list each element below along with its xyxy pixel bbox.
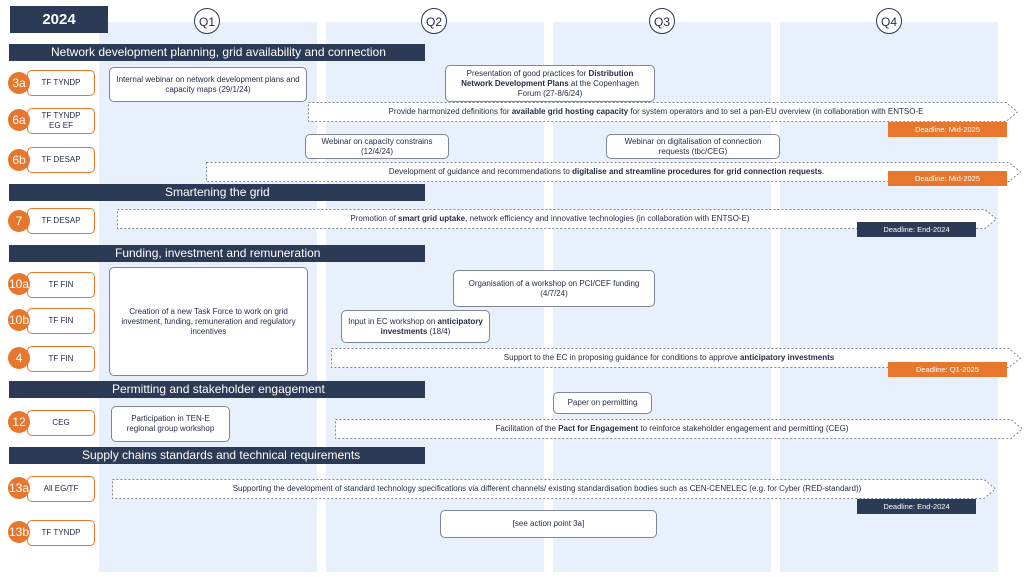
deadline-tag: Deadline: Mid-2025 [888, 122, 1007, 137]
section-header-funding: Funding, investment and remuneration [9, 245, 425, 262]
action-badge: 4 [8, 347, 30, 369]
team-label: TF FIN [27, 272, 95, 298]
activity-box: Webinar on capacity constrains (12/4/24) [305, 134, 449, 159]
action-badge: 10a [8, 273, 30, 295]
quarter-q4: Q4 [876, 8, 902, 34]
team-label: TF TYNDP [27, 70, 95, 96]
action-arrow: Facilitation of the Pact for Engagement … [335, 419, 1024, 439]
action-badge: 7 [8, 210, 30, 232]
quarter-q3: Q3 [649, 8, 675, 34]
section-header-permitting: Permitting and stakeholder engagement [9, 381, 425, 398]
team-label: TF FIN [27, 308, 95, 334]
activity-box: Paper on permitting [553, 392, 652, 414]
team-label: TF DESAP [27, 147, 95, 173]
action-badge: 6a [8, 109, 30, 131]
action-arrow: Support to the EC in proposing guidance … [331, 348, 1022, 368]
activity-box: Creation of a new Task Force to work on … [109, 267, 308, 376]
activity-box: Input in EC workshop on anticipatory inv… [341, 310, 490, 343]
activity-box: [see action point 3a] [440, 510, 657, 538]
year-label: 2024 [10, 6, 108, 33]
action-badge: 6b [8, 149, 30, 171]
section-header-supply: Supply chains standards and technical re… [9, 447, 425, 464]
action-badge: 13b [8, 521, 30, 543]
activity-box: Presentation of good practices for Distr… [445, 65, 655, 102]
action-arrow: Promotion of smart grid uptake, network … [117, 209, 998, 229]
activity-box: Webinar on digitalisation of connection … [606, 134, 780, 159]
action-arrow: Provide harmonized definitions for avail… [308, 102, 1019, 122]
team-label: TF TYNDP [27, 520, 95, 546]
action-arrow: Development of guidance and recommendati… [206, 162, 1022, 182]
team-label: TF FIN [27, 346, 95, 372]
section-header-smartening: Smartening the grid [9, 184, 425, 201]
activity-box: Organisation of a workshop on PCI/CEF fu… [453, 270, 655, 307]
quarter-q1: Q1 [194, 8, 220, 34]
deadline-tag: Deadline: End-2024 [857, 499, 976, 514]
deadline-tag: Deadline: End-2024 [857, 222, 976, 237]
action-arrow: Supporting the development of standard t… [112, 479, 997, 499]
activity-box: Participation in TEN-E regional group wo… [111, 406, 230, 442]
team-label: All EG/TF [27, 476, 95, 502]
section-header-network: Network development planning, grid avail… [9, 44, 425, 61]
activity-box: Internal webinar on network development … [109, 67, 307, 102]
action-badge: 10b [8, 309, 30, 331]
deadline-tag: Deadline: Mid-2025 [888, 171, 1007, 186]
action-badge: 13a [8, 477, 30, 499]
action-badge: 12 [8, 411, 30, 433]
deadline-tag: Deadline: Q1-2025 [888, 362, 1007, 377]
team-label: CEG [27, 410, 95, 436]
action-badge: 3a [8, 72, 30, 94]
quarter-q2: Q2 [421, 8, 447, 34]
team-label: TF DESAP [27, 208, 95, 234]
